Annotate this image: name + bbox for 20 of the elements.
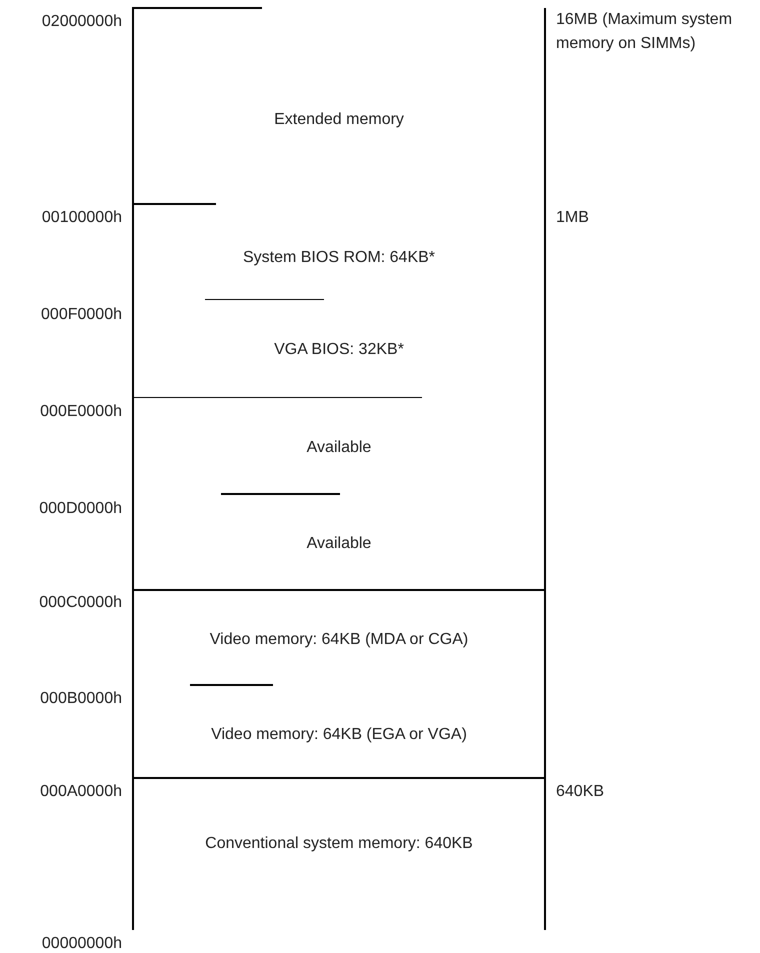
- address-label: 000A0000h: [40, 782, 122, 802]
- size-label: 640KB: [556, 782, 604, 802]
- region-label: Available: [306, 534, 372, 554]
- address-label: 000F0000h: [41, 305, 122, 325]
- address-label: 000D0000h: [39, 499, 122, 519]
- address-label: 00100000h: [42, 208, 122, 228]
- region-label: Video memory: 64KB (MDA or CGA): [210, 630, 468, 650]
- address-label: 000B0000h: [40, 689, 122, 709]
- size-label: 1MB: [556, 208, 589, 228]
- region-label: Extended memory: [274, 110, 404, 130]
- region-label: Conventional system memory: 640KB: [205, 834, 473, 854]
- region-label: System BIOS ROM: 64KB*: [242, 248, 436, 268]
- address-label: 000E0000h: [40, 402, 122, 422]
- region-label: Video memory: 64KB (EGA or VGA): [211, 725, 467, 745]
- address-label: 02000000h: [42, 12, 122, 32]
- address-label: 000C0000h: [39, 593, 122, 613]
- region-label: Available: [306, 438, 372, 458]
- size-label: 16MB (Maximum system memory on SIMMs): [556, 10, 734, 54]
- address-label: 00000000h: [42, 934, 122, 953]
- region-label: VGA BIOS: 32KB*: [274, 340, 404, 360]
